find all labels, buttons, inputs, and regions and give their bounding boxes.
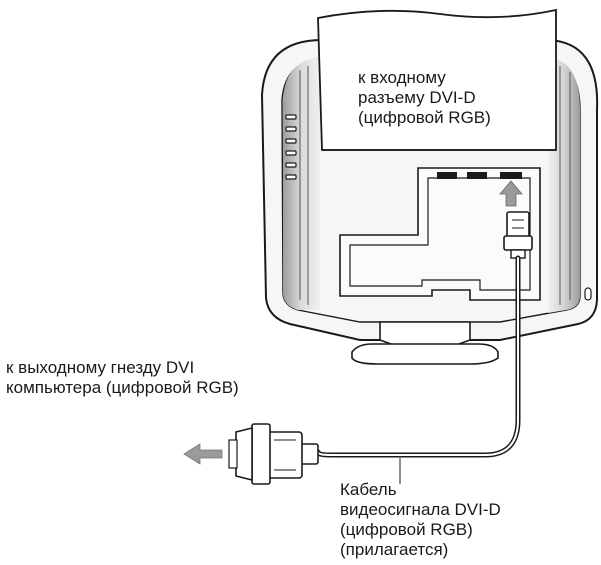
monitor-left-side-shade [283,58,320,310]
input-connector-label-line3: (цифровой RGB) [358,108,491,127]
connector-compartment [339,167,541,301]
input-ports [437,172,522,179]
monitor-stand-base [351,343,499,365]
cable-label-line1: Кабель [340,480,397,499]
direction-arrow-icon [183,443,223,465]
connector-compartment-inner [349,177,531,291]
security-slot [584,287,592,301]
input-connector-label: к входному разъему DVI-D (цифровой RGB) [358,68,491,128]
cable-label-line3: (цифровой RGB) [340,520,473,539]
computer-output-label-line2: компьютера (цифровой RGB) [6,378,239,397]
rear-cover-flap [317,8,557,151]
insert-arrow-icon [499,180,523,207]
monitor-side-grooves [299,66,571,305]
computer-output-label-line1: к выходному гнезду DVI [6,358,195,377]
computer-output-label: к выходному гнезду DVI компьютера (цифро… [6,358,239,398]
cable-label-line2: видеосигнала DVI-D [340,500,501,519]
dvi-cable-highlight [317,257,519,456]
dvi-plug-computer-end [228,423,319,485]
cable-label: Кабель видеосигнала DVI-D (цифровой RGB)… [340,480,501,560]
input-connector-label-line1: к входному [358,68,446,87]
vent-slots [285,114,297,180]
dvi-plug-monitor-end [503,211,533,259]
cable-label-line4: (прилагается) [340,540,449,559]
input-connector-label-line2: разъему DVI-D [358,88,476,107]
